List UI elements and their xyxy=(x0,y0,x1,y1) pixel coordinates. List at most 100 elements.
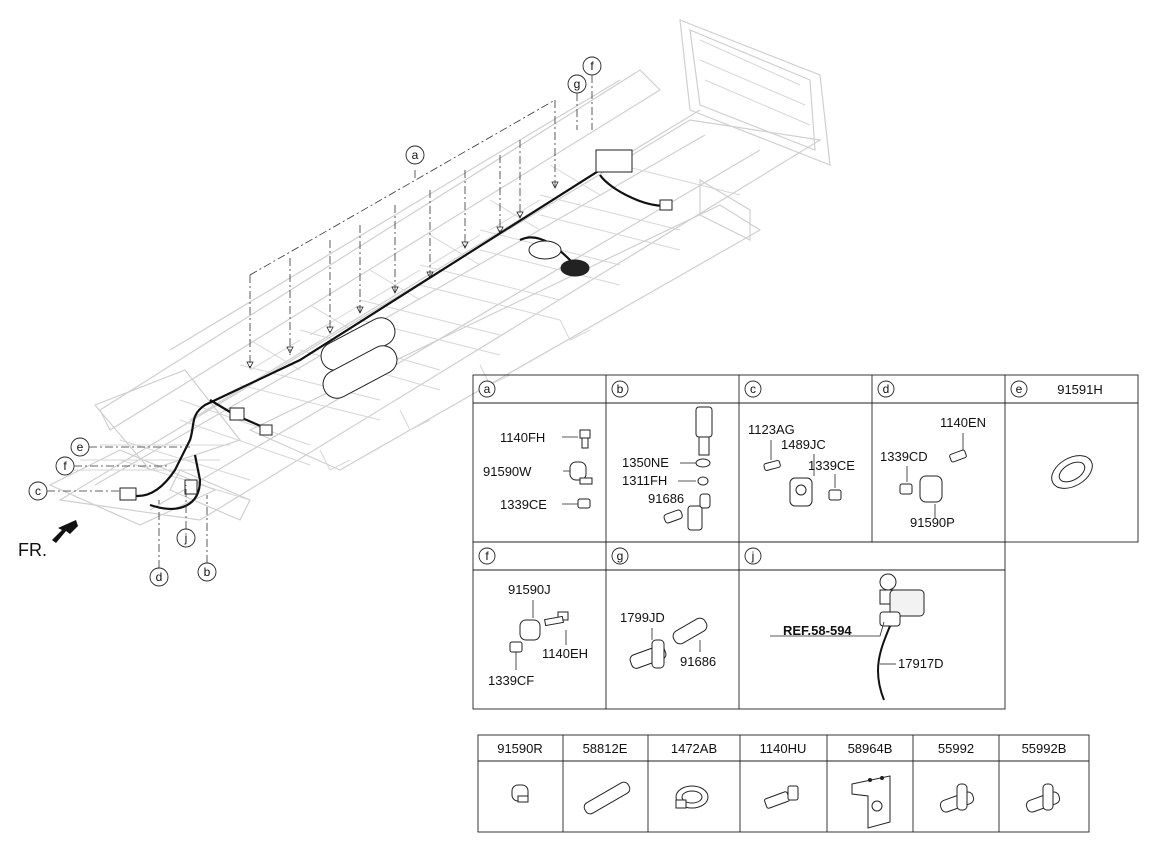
bolt-icon xyxy=(544,611,569,627)
callout-f-top: f xyxy=(582,56,602,130)
part-1489JC: 1489JC xyxy=(781,437,826,452)
bolt-icon xyxy=(579,429,591,449)
callout-b: b xyxy=(197,495,217,582)
cell-j: REF.58-594 17917D xyxy=(770,573,944,701)
cell-g: 1799JD 91686 xyxy=(620,610,716,669)
cell-a: 1140FH 91590W 1339CE xyxy=(483,429,593,512)
header-b: b xyxy=(611,380,629,398)
svg-text:c: c xyxy=(750,382,756,396)
part-1123AG: 1123AG xyxy=(748,422,795,437)
svg-text:d: d xyxy=(156,570,163,584)
bolt-icon xyxy=(949,449,967,463)
svg-text:e: e xyxy=(1016,382,1023,396)
part-1799JD: 1799JD xyxy=(620,610,665,625)
part-91686-g: 91686 xyxy=(680,654,716,669)
part-1339CF: 1339CF xyxy=(488,673,534,688)
screw-icon xyxy=(763,459,781,471)
header-d: d xyxy=(877,380,895,398)
part-91591H: 91591H xyxy=(1057,382,1103,397)
callout-g-top: g xyxy=(567,74,587,130)
clip-icon xyxy=(511,784,529,803)
part-1140HU: 1140HU xyxy=(760,741,807,756)
svg-text:f: f xyxy=(485,549,489,563)
fitting-icon xyxy=(695,406,713,456)
washer-icon xyxy=(695,458,711,468)
cell-e xyxy=(1051,455,1093,489)
part-58964B: 58964B xyxy=(848,741,893,756)
part-1140EH: 1140EH xyxy=(542,646,588,661)
svg-text:j: j xyxy=(184,531,188,545)
header-c: c xyxy=(744,380,762,398)
part-1339CE: 1339CE xyxy=(500,497,547,512)
table-headers: a b c d e 91591H f g j xyxy=(478,380,1103,565)
valve-assembly-icon xyxy=(879,573,925,627)
ring-icon xyxy=(697,476,709,486)
clamp-icon xyxy=(569,461,593,485)
cell-b: 1350NE 1311FH 91686 xyxy=(622,406,713,531)
detail-table xyxy=(472,374,1139,710)
bracket-icon xyxy=(789,477,813,507)
part-1140EN: 1140EN xyxy=(940,415,986,430)
wiring-harness xyxy=(119,149,673,510)
part-91590P: 91590P xyxy=(910,515,955,530)
part-55992: 55992 xyxy=(938,741,974,756)
header-g: g xyxy=(611,547,629,565)
part-91590R: 91590R xyxy=(497,741,543,756)
drawing-callouts: a f g e f c j xyxy=(28,56,602,587)
part-1140FH: 1140FH xyxy=(500,430,545,445)
svg-text:d: d xyxy=(883,382,890,396)
callout-e: e xyxy=(70,437,190,457)
svg-text:j: j xyxy=(751,549,755,563)
svg-text:b: b xyxy=(204,565,211,579)
svg-text:e: e xyxy=(77,440,84,454)
bottom-part-icons xyxy=(511,775,1061,829)
svg-text:g: g xyxy=(574,77,581,91)
part-91590W: 91590W xyxy=(483,464,532,479)
clip-icon xyxy=(919,475,943,503)
svg-text:a: a xyxy=(484,382,491,396)
part-1339CD: 1339CD xyxy=(880,449,928,464)
cell-d: 1140EN 1339CD 91590P xyxy=(880,415,986,530)
svg-text:f: f xyxy=(590,59,594,73)
part-17917D: 17917D xyxy=(898,656,944,671)
nut-icon xyxy=(899,483,913,495)
header-j: j xyxy=(744,547,762,565)
front-label: FR. xyxy=(18,540,47,560)
tube-icon xyxy=(583,781,631,815)
grommet-icon xyxy=(1051,455,1093,489)
hose-clamp-icon xyxy=(675,785,709,809)
svg-text:a: a xyxy=(412,148,419,162)
connector-icon xyxy=(663,493,711,531)
svg-text:b: b xyxy=(617,382,624,396)
part-55992B: 55992B xyxy=(1022,741,1067,756)
callout-j: j xyxy=(176,485,196,548)
part-1339CE-c: 1339CE xyxy=(808,458,855,473)
header-e: e 91591H xyxy=(1010,380,1103,398)
callout-d: d xyxy=(149,500,169,587)
part-1472AB: 1472AB xyxy=(671,741,717,756)
cell-f: 91590J 1140EH 1339CF xyxy=(488,582,588,688)
part-1311FH: 1311FH xyxy=(622,473,667,488)
bolt-icon xyxy=(764,785,799,809)
bottom-parts-table xyxy=(477,734,1090,833)
callout-a: a xyxy=(405,145,425,165)
nut-icon xyxy=(577,498,591,509)
part-1350NE: 1350NE xyxy=(622,455,669,470)
front-direction-indicator: FR. xyxy=(18,520,78,560)
svg-text:f: f xyxy=(63,459,67,473)
bottom-part-labels: 91590R 58812E 1472AB 1140HU 58964B 55992… xyxy=(497,741,1066,756)
tee-connector-icon xyxy=(629,639,667,669)
part-91686: 91686 xyxy=(648,491,684,506)
pipe-icon xyxy=(672,617,708,645)
svg-text:g: g xyxy=(617,549,624,563)
front-arrow-icon xyxy=(52,520,78,543)
tee-fitting-b-icon xyxy=(1025,783,1061,813)
header-f: f xyxy=(478,547,496,565)
tee-fitting-icon xyxy=(939,783,975,813)
clip-a-leaders xyxy=(246,99,559,370)
callout-c: c xyxy=(28,481,120,501)
cell-c: 1123AG 1489JC 1339CE xyxy=(748,422,855,507)
nut-icon xyxy=(828,489,842,501)
nut-icon xyxy=(509,641,523,653)
